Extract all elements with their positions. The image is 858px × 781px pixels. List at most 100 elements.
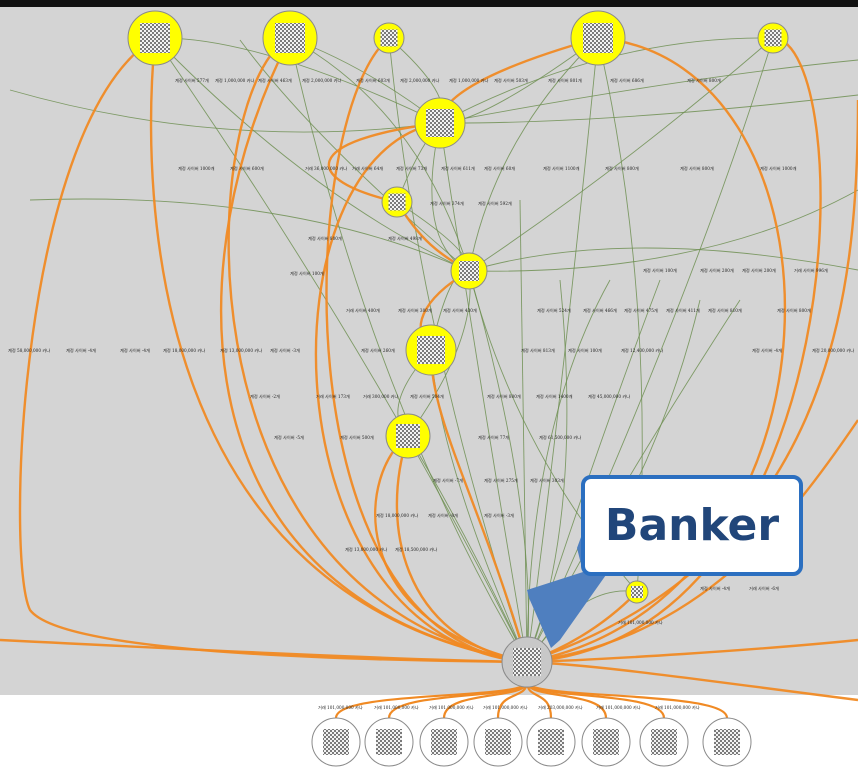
banker-label: Banker — [604, 500, 780, 551]
orange-edge — [526, 660, 858, 702]
orange-edge — [526, 99, 858, 664]
edge-label: 계정 2,000,000 카나 — [302, 77, 342, 84]
edge-label: 계정 사이버 200개 — [700, 267, 734, 274]
edge-label: 계정 사이버 800개 — [680, 165, 714, 172]
edge-label: 계정 사이버 801개 — [548, 77, 582, 84]
edge-label: 계정 사이버 503개 — [494, 77, 528, 84]
orange-edge — [18, 36, 528, 664]
green-edge — [439, 94, 858, 124]
edge-label: 계정 사이버 504개 — [410, 393, 444, 400]
account-node[interactable] — [570, 10, 626, 66]
edge-label: 계정 사이버 200개 — [742, 267, 776, 274]
edge-label: 계정 사이버 73개 — [396, 165, 427, 172]
orange-edge — [374, 435, 528, 664]
edge-label: 계정 사이버 411개 — [666, 307, 700, 314]
green-edge — [519, 199, 528, 663]
edge-label: 계정 사이버 498개 — [388, 235, 422, 242]
edge-label: 계정 사이버 -4개 — [700, 585, 730, 592]
account-node[interactable] — [414, 97, 466, 149]
checkerboard-image-icon — [485, 729, 511, 755]
edge-label: 계정 사이버 1000개 — [760, 165, 797, 172]
checkerboard-image-icon — [431, 729, 457, 755]
orange-edge — [429, 349, 529, 663]
checkerboard-image-icon — [376, 729, 402, 755]
edge-label: 거래 203,000,000 카나 — [538, 704, 583, 711]
edge-label: 계정 사이버 1100개 — [543, 165, 580, 172]
checkerboard-image-icon — [651, 729, 677, 755]
customer-node[interactable] — [581, 717, 631, 767]
edge-label: 계정 사이버 800개 — [487, 393, 521, 400]
edge-label: 거래 36,000,000 카나 — [305, 165, 347, 172]
edge-label: 계정 사이버 -8개 — [428, 512, 458, 519]
edge-label: 계정 사이버 -7개 — [433, 477, 463, 484]
edge-label: 계정 사이버 -4개 — [66, 347, 96, 354]
edge-label: 계정 1,000,000 카나 — [215, 77, 255, 84]
edge-label: 계정 12,400,000 카나 — [621, 347, 663, 354]
checkerboard-image-icon — [538, 729, 564, 755]
checkerboard-image-icon — [396, 424, 420, 448]
edge-label: 거래 101,000,000 카나 — [429, 704, 474, 711]
green-edge — [154, 37, 528, 663]
account-node[interactable] — [625, 580, 649, 604]
edge-label: 계정 13,000,000 카나 — [345, 546, 387, 553]
edge-label: 계정 사이버 611개 — [441, 165, 475, 172]
edge-label: 계정 사이버 -3개 — [270, 347, 300, 354]
green-edge — [468, 37, 599, 272]
checkerboard-image-icon — [323, 729, 349, 755]
edge-label: 계정 사이버 800개 — [777, 307, 811, 314]
edge-label: 계정 사이버 800개 — [605, 165, 639, 172]
green-edges — [9, 37, 858, 663]
checkerboard-image-icon — [459, 261, 479, 281]
customer-node[interactable] — [311, 717, 361, 767]
green-edge — [154, 37, 470, 272]
edge-label: 계정 사이버 603개 — [356, 77, 390, 84]
green-edge — [526, 37, 599, 663]
edge-label: 계정 사이버 686개 — [610, 77, 644, 84]
customer-node[interactable] — [702, 717, 752, 767]
orange-edge — [0, 638, 528, 664]
edge-label: 계정 사이버 500개 — [340, 434, 374, 441]
edge-label: 계정 사이버 577개 — [175, 77, 209, 84]
account-node[interactable] — [127, 10, 183, 66]
edge-label: 계정 사이버 592개 — [478, 200, 512, 207]
edge-label: 계정 2,000,000 카나 — [400, 77, 440, 84]
account-node[interactable] — [450, 252, 488, 290]
edge-label: 계정 사이버 -3개 — [484, 512, 514, 519]
account-node[interactable] — [405, 324, 457, 376]
customer-node[interactable] — [419, 717, 469, 767]
edge-label: 계정 사이버 260개 — [361, 347, 395, 354]
green-edge — [9, 89, 441, 133]
account-node[interactable] — [381, 186, 413, 218]
edge-label: 계정 18,000,000 카나 — [376, 512, 418, 519]
edge-label: 계정 13,000,000 카나 — [220, 347, 262, 354]
edge-label: 계정 58,000,000 카나 — [8, 347, 50, 354]
green-edge — [468, 189, 858, 272]
edge-label: 계정 사이버 100개 — [290, 270, 324, 277]
banker-node[interactable] — [501, 636, 553, 688]
customer-node[interactable] — [364, 717, 414, 767]
green-edge — [526, 37, 774, 663]
customer-node[interactable] — [526, 717, 576, 767]
checkerboard-image-icon — [764, 29, 782, 47]
checkerboard-image-icon — [513, 648, 541, 676]
account-node[interactable] — [373, 22, 405, 54]
edge-label: 계정 사이버 -4개 — [752, 347, 782, 354]
checkerboard-image-icon — [631, 586, 643, 598]
green-edge — [526, 279, 611, 663]
edge-label: 계정 사이버 100개 — [643, 267, 677, 274]
edge-label: 계정 사이버 100개 — [568, 347, 602, 354]
green-edge — [407, 435, 528, 663]
account-node[interactable] — [757, 22, 789, 54]
edge-label: 거래 사이버 173개 — [316, 393, 350, 400]
edge-label: 계정 사이버 463개 — [258, 77, 292, 84]
account-node[interactable] — [385, 413, 431, 459]
customer-node[interactable] — [473, 717, 523, 767]
edge-label: 거래 101,000,000 카나 — [483, 704, 528, 711]
edge-label: 계정 사이버 813개 — [521, 347, 555, 354]
customer-node[interactable] — [639, 717, 689, 767]
account-node[interactable] — [262, 10, 318, 66]
edge-label: 거래 사이버 996개 — [794, 267, 828, 274]
orange-edge — [526, 36, 822, 664]
